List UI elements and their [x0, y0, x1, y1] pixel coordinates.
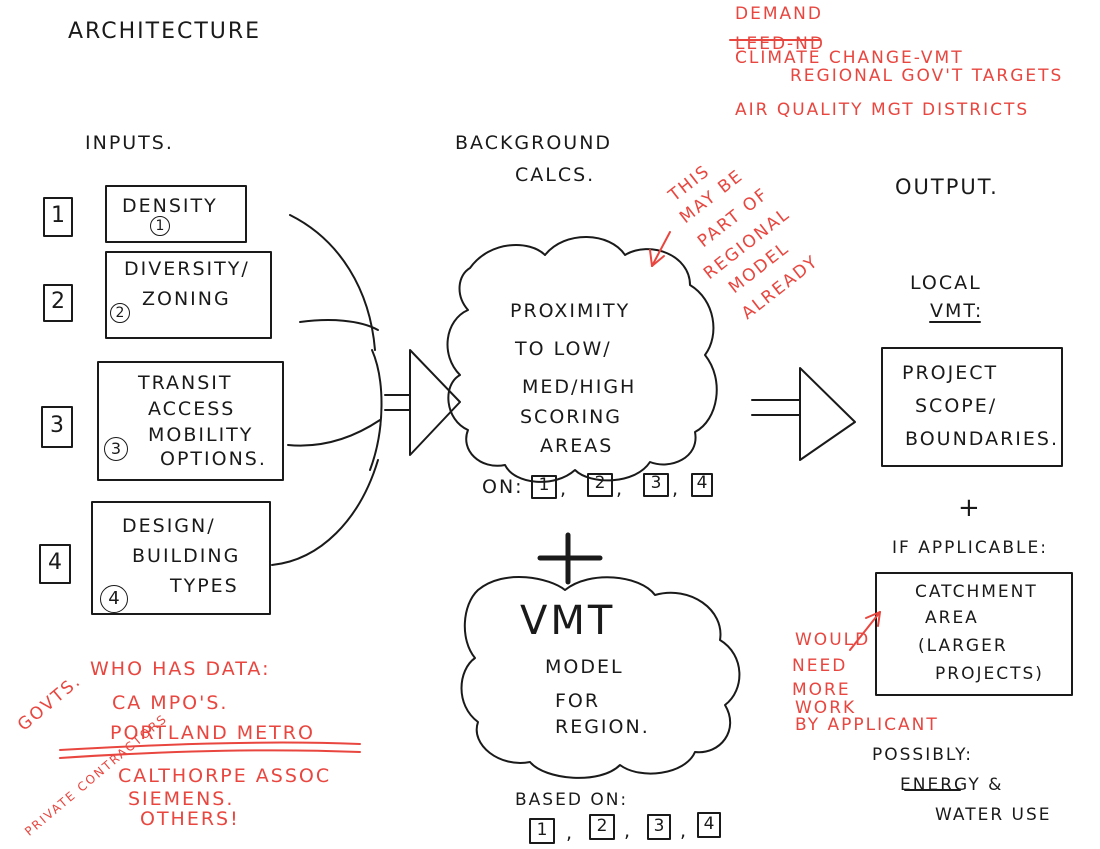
input-label-diversity: DIVERSITY/ [124, 258, 250, 280]
project-line: SCOPE/ [915, 395, 998, 417]
vmt-line: REGION. [555, 716, 650, 738]
proximity-line: MED/HIGH [522, 376, 637, 398]
circle-number-4: 4 [100, 585, 128, 613]
local-vmt-line: VMT: [930, 300, 984, 322]
possibly-line: ENERGY & [900, 775, 1004, 795]
input-number-1: 1 [51, 203, 65, 228]
vmt-title: VMT [520, 598, 616, 644]
input-box-transit [97, 361, 284, 481]
input-label-transit: TRANSIT [138, 372, 233, 394]
on-item: 2 [594, 473, 606, 493]
output-box-catchment [875, 572, 1073, 696]
input-box-density [105, 185, 247, 243]
based-item: 1 [536, 820, 548, 840]
on-item: 3 [650, 473, 662, 493]
on-label: ON: [482, 476, 524, 498]
private-item: SIEMENS. [128, 788, 235, 810]
vmt-line: FOR [555, 690, 601, 712]
input-number-box-3 [41, 406, 73, 448]
circle-number-1: 1 [150, 216, 170, 236]
page-title: ARCHITECTURE [68, 19, 262, 44]
input-number-2: 2 [51, 289, 65, 314]
input-box-design [91, 501, 271, 615]
input-label-mobility: MOBILITY [148, 424, 254, 446]
on-item: 1 [538, 475, 550, 495]
proximity-line: AREAS [540, 435, 614, 457]
govts-item: CA MPO'S. [112, 692, 229, 714]
based-item: 3 [653, 816, 665, 836]
govts-item: PORTLAND METRO [110, 722, 315, 744]
applicant-note-line: MORE [792, 680, 851, 700]
demand-item: CLIMATE CHANGE-VMT [735, 48, 964, 68]
proximity-line: SCORING [520, 406, 623, 428]
input-number-3: 3 [50, 413, 64, 438]
demand-item: AIR QUALITY MGT DISTRICTS [735, 100, 1030, 120]
catchment-line: PROJECTS) [935, 664, 1044, 684]
circle-number-3: 3 [104, 437, 128, 461]
demand-heading: DEMAND [735, 4, 823, 24]
input-label-density: DENSITY [122, 195, 218, 217]
applicant-note-line: WORK [795, 698, 857, 718]
catchment-line: CATCHMENT [915, 582, 1038, 602]
project-line: BOUNDARIES. [905, 428, 1059, 450]
input-number-4: 4 [48, 550, 62, 575]
input-label-options: OPTIONS. [160, 448, 267, 470]
who-has-data-heading: WHO HAS DATA: [90, 658, 271, 680]
proximity-line: PROXIMITY [510, 300, 631, 322]
input-number-box-4 [39, 544, 71, 584]
possibly-line: POSSIBLY: [872, 745, 973, 765]
based-on-label: BASED ON: [515, 790, 629, 810]
background-heading: BACKGROUND [455, 132, 613, 154]
input-label-zoning: ZONING [142, 288, 231, 310]
private-item: OTHERS! [140, 808, 240, 830]
based-item: 2 [596, 816, 608, 836]
possibly-line: WATER USE [935, 805, 1052, 825]
proximity-line: TO LOW/ [515, 338, 612, 360]
local-vmt-line: LOCAL [910, 272, 982, 294]
input-label-design: DESIGN/ [122, 515, 216, 537]
based-item: 4 [703, 814, 715, 834]
if-applicable-label: IF APPLICABLE: [892, 538, 1048, 558]
inputs-heading: INPUTS. [85, 132, 174, 154]
output-heading: OUTPUT. [895, 175, 999, 199]
input-number-box-2 [43, 284, 73, 322]
demand-item: LEED-ND [735, 34, 825, 54]
private-item: CALTHORPE ASSOC [118, 765, 332, 787]
demand-item: REGIONAL GOV'T TARGETS [790, 66, 1064, 86]
input-box-diversity [105, 251, 272, 339]
project-line: PROJECT [902, 362, 999, 384]
catchment-line: (LARGER [918, 636, 1008, 656]
applicant-note-line: NEED [792, 656, 848, 676]
on-item: 4 [696, 473, 708, 493]
input-number-box-1 [43, 197, 73, 237]
input-label-building: BUILDING [132, 545, 241, 567]
circle-number-2: 2 [110, 303, 130, 323]
catchment-line: AREA [925, 608, 979, 628]
output-box-project [881, 347, 1063, 467]
applicant-note-line: BY APPLICANT [795, 715, 939, 735]
background-heading-2: CALCS. [515, 164, 596, 186]
input-label-types: TYPES [170, 575, 239, 597]
vmt-line: MODEL [545, 656, 624, 678]
output-plus: + [958, 493, 982, 523]
input-label-access: ACCESS [148, 398, 236, 420]
applicant-note-line: WOULD [795, 630, 871, 650]
